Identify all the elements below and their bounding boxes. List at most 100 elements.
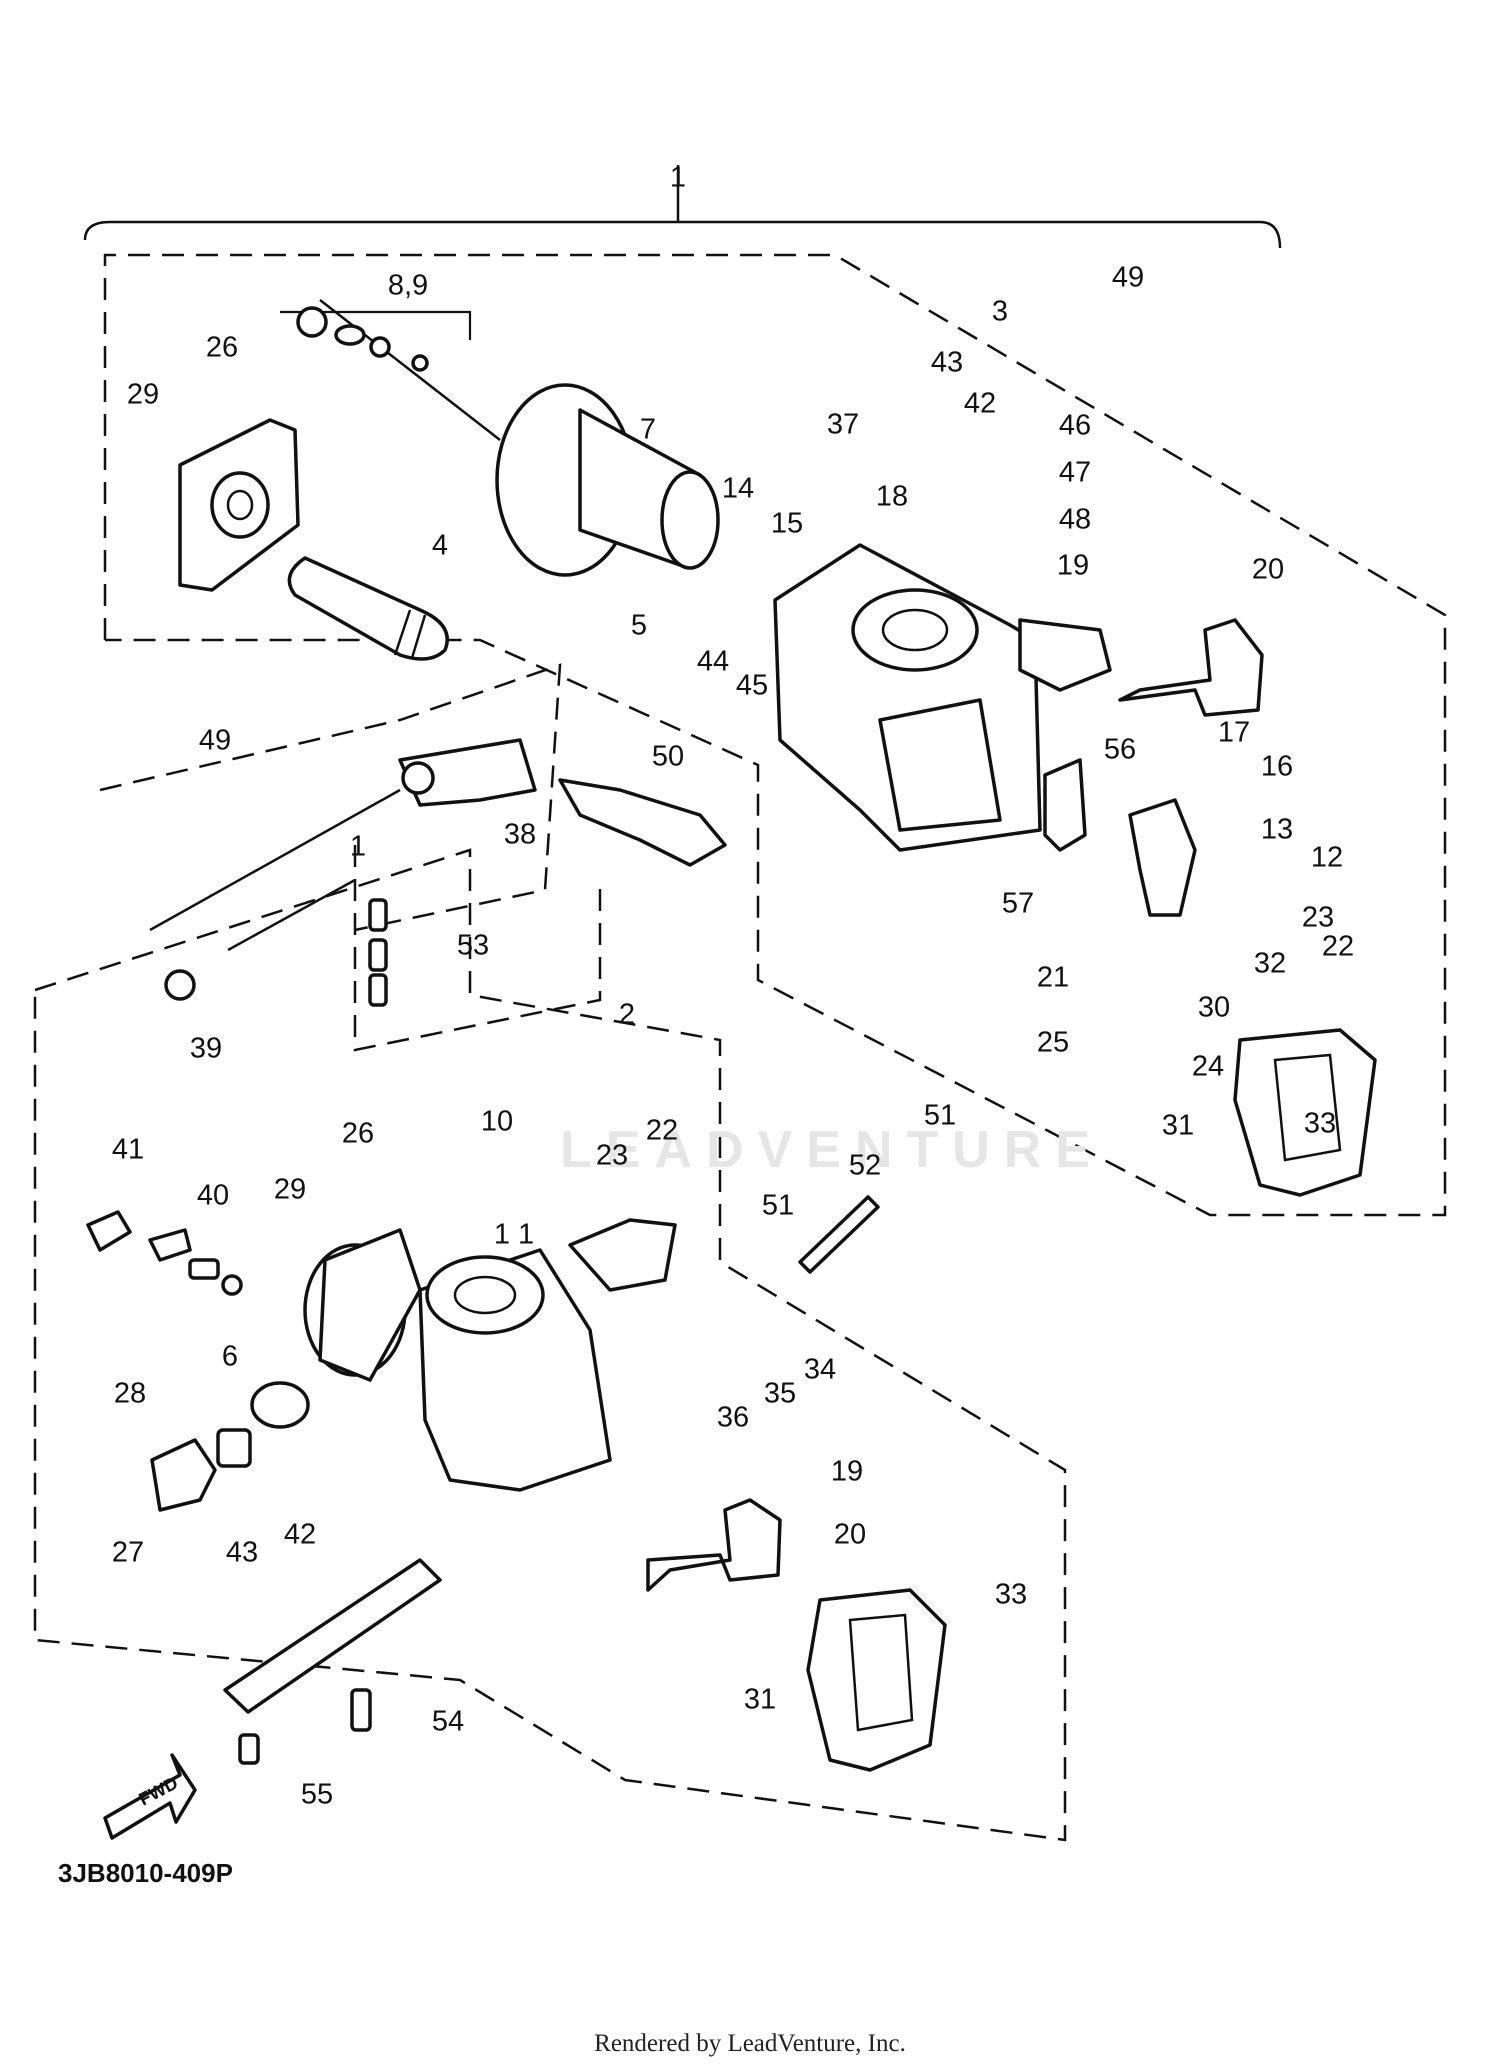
cap-41 bbox=[86, 1210, 132, 1252]
callout-c28: 28 bbox=[113, 1377, 147, 1410]
callout-c41: 41 bbox=[111, 1133, 145, 1166]
group-outline-linkage bbox=[99, 663, 602, 1052]
callout-c1b: 1 bbox=[349, 830, 367, 863]
assembly-bracket bbox=[83, 165, 1282, 249]
callout-c14: 14 bbox=[721, 472, 755, 505]
callout-c35: 35 bbox=[763, 1377, 797, 1410]
callout-c22b: 22 bbox=[645, 1114, 679, 1147]
cover-28 bbox=[150, 1438, 217, 1512]
callout-c3: 3 bbox=[991, 295, 1009, 328]
callout-c48: 48 bbox=[1058, 503, 1092, 536]
callout-c31b: 31 bbox=[743, 1683, 777, 1716]
callout-c23b: 23 bbox=[595, 1139, 629, 1172]
callout-c32: 32 bbox=[1253, 947, 1287, 980]
diaphragm-cover-lower bbox=[303, 1228, 422, 1382]
pilot-screw-40 bbox=[148, 1228, 243, 1296]
callout-c30: 30 bbox=[1197, 991, 1231, 1024]
callout-c12: 12 bbox=[1310, 841, 1344, 874]
callout-c7: 7 bbox=[639, 413, 657, 446]
group-outline-lower bbox=[33, 848, 1067, 1842]
render-credit: Rendered by LeadVenture, Inc. bbox=[594, 2030, 906, 2057]
callout-c1a: 1 bbox=[669, 161, 687, 194]
callout-c46: 46 bbox=[1058, 409, 1092, 442]
callout-c2: 2 bbox=[618, 998, 636, 1031]
linkage-plate-11 bbox=[568, 1218, 677, 1292]
callout-c6: 6 bbox=[221, 1340, 239, 1373]
float-bowl-31-lower bbox=[806, 1588, 947, 1772]
callout-c36: 36 bbox=[716, 1401, 750, 1434]
callout-c27: 27 bbox=[111, 1536, 145, 1569]
callout-c26b: 26 bbox=[341, 1117, 375, 1150]
callout-c19b: 19 bbox=[830, 1455, 864, 1488]
float-bowl-31-upper bbox=[1233, 1028, 1377, 1197]
callout-c55: 55 bbox=[300, 1778, 334, 1811]
throttle-bracket-20-lower bbox=[646, 1498, 782, 1592]
linkage-plate-center bbox=[558, 778, 727, 867]
callout-c44: 44 bbox=[696, 645, 730, 678]
callout-c19a: 19 bbox=[1056, 549, 1090, 582]
callout-c20b: 20 bbox=[833, 1518, 867, 1551]
lever-assembly-right bbox=[1128, 798, 1197, 917]
group-outline-upper bbox=[103, 253, 1447, 1217]
callout-c51a: 51 bbox=[923, 1099, 957, 1132]
callout-c51b: 51 bbox=[761, 1189, 795, 1222]
callout-c18: 18 bbox=[875, 480, 909, 513]
callout-c11: 1 1 bbox=[493, 1218, 535, 1251]
callout-c25: 25 bbox=[1036, 1026, 1070, 1059]
callout-c52: 52 bbox=[848, 1149, 882, 1182]
callout-c89: 8,9 bbox=[387, 269, 429, 302]
callout-c53: 53 bbox=[456, 929, 490, 962]
callout-c43b: 43 bbox=[225, 1536, 259, 1569]
callout-c24: 24 bbox=[1191, 1050, 1225, 1083]
callout-c56: 56 bbox=[1103, 733, 1137, 766]
callout-c22a: 22 bbox=[1321, 930, 1355, 963]
diaphragm-cover-upper bbox=[178, 418, 300, 592]
callout-c33b: 33 bbox=[994, 1578, 1028, 1611]
callout-c39: 39 bbox=[189, 1032, 223, 1065]
needle-set bbox=[280, 299, 501, 441]
callout-c33a: 33 bbox=[1303, 1107, 1337, 1140]
callout-c17: 17 bbox=[1217, 716, 1251, 749]
spring-4 bbox=[287, 556, 449, 661]
spring-6 bbox=[216, 1381, 310, 1468]
carburetor-body-upper bbox=[773, 543, 1112, 852]
diagram-code: 3JB8010-409P bbox=[58, 1858, 233, 1888]
screw-set-53 bbox=[368, 898, 388, 1007]
callout-c49b: 49 bbox=[198, 724, 232, 757]
callout-c42b: 42 bbox=[283, 1518, 317, 1551]
callout-c31a: 31 bbox=[1161, 1109, 1195, 1142]
callout-c50: 50 bbox=[651, 740, 685, 773]
callout-c34: 34 bbox=[803, 1353, 837, 1386]
callout-c40: 40 bbox=[196, 1179, 230, 1212]
linkage-plate-left bbox=[398, 738, 537, 807]
callout-c21: 21 bbox=[1036, 961, 1070, 994]
piston-valve-7 bbox=[495, 383, 720, 577]
callout-c29a: 29 bbox=[126, 378, 160, 411]
callout-c43a: 43 bbox=[930, 346, 964, 379]
callout-c29b: 29 bbox=[273, 1173, 307, 1206]
callout-c15: 15 bbox=[770, 507, 804, 540]
callout-c38: 38 bbox=[503, 818, 537, 851]
callout-c16: 16 bbox=[1260, 750, 1294, 783]
callout-c5: 5 bbox=[630, 609, 648, 642]
callout-c10: 10 bbox=[480, 1105, 514, 1138]
callout-c57: 57 bbox=[1001, 887, 1035, 920]
callout-c4: 4 bbox=[431, 529, 449, 562]
bottom-bracket bbox=[223, 1558, 442, 1765]
forward-arrow-icon: FWD bbox=[103, 1753, 197, 1840]
throttle-shaft bbox=[149, 788, 401, 1001]
callout-c13: 13 bbox=[1260, 813, 1294, 846]
tube-52 bbox=[798, 1195, 880, 1274]
callout-c20a: 20 bbox=[1251, 553, 1285, 586]
callout-c26a: 26 bbox=[205, 331, 239, 364]
callout-c23a: 23 bbox=[1301, 901, 1335, 934]
carburetor-body-lower bbox=[418, 1248, 612, 1492]
watermark-text: LEADVENTURE bbox=[560, 1121, 1105, 1179]
callout-c42a: 42 bbox=[963, 387, 997, 420]
callout-c47: 47 bbox=[1058, 456, 1092, 489]
callout-c37: 37 bbox=[826, 408, 860, 441]
callout-c45: 45 bbox=[735, 669, 769, 702]
callout-c54: 54 bbox=[431, 1705, 465, 1738]
throttle-bracket-20-upper bbox=[1118, 618, 1264, 717]
